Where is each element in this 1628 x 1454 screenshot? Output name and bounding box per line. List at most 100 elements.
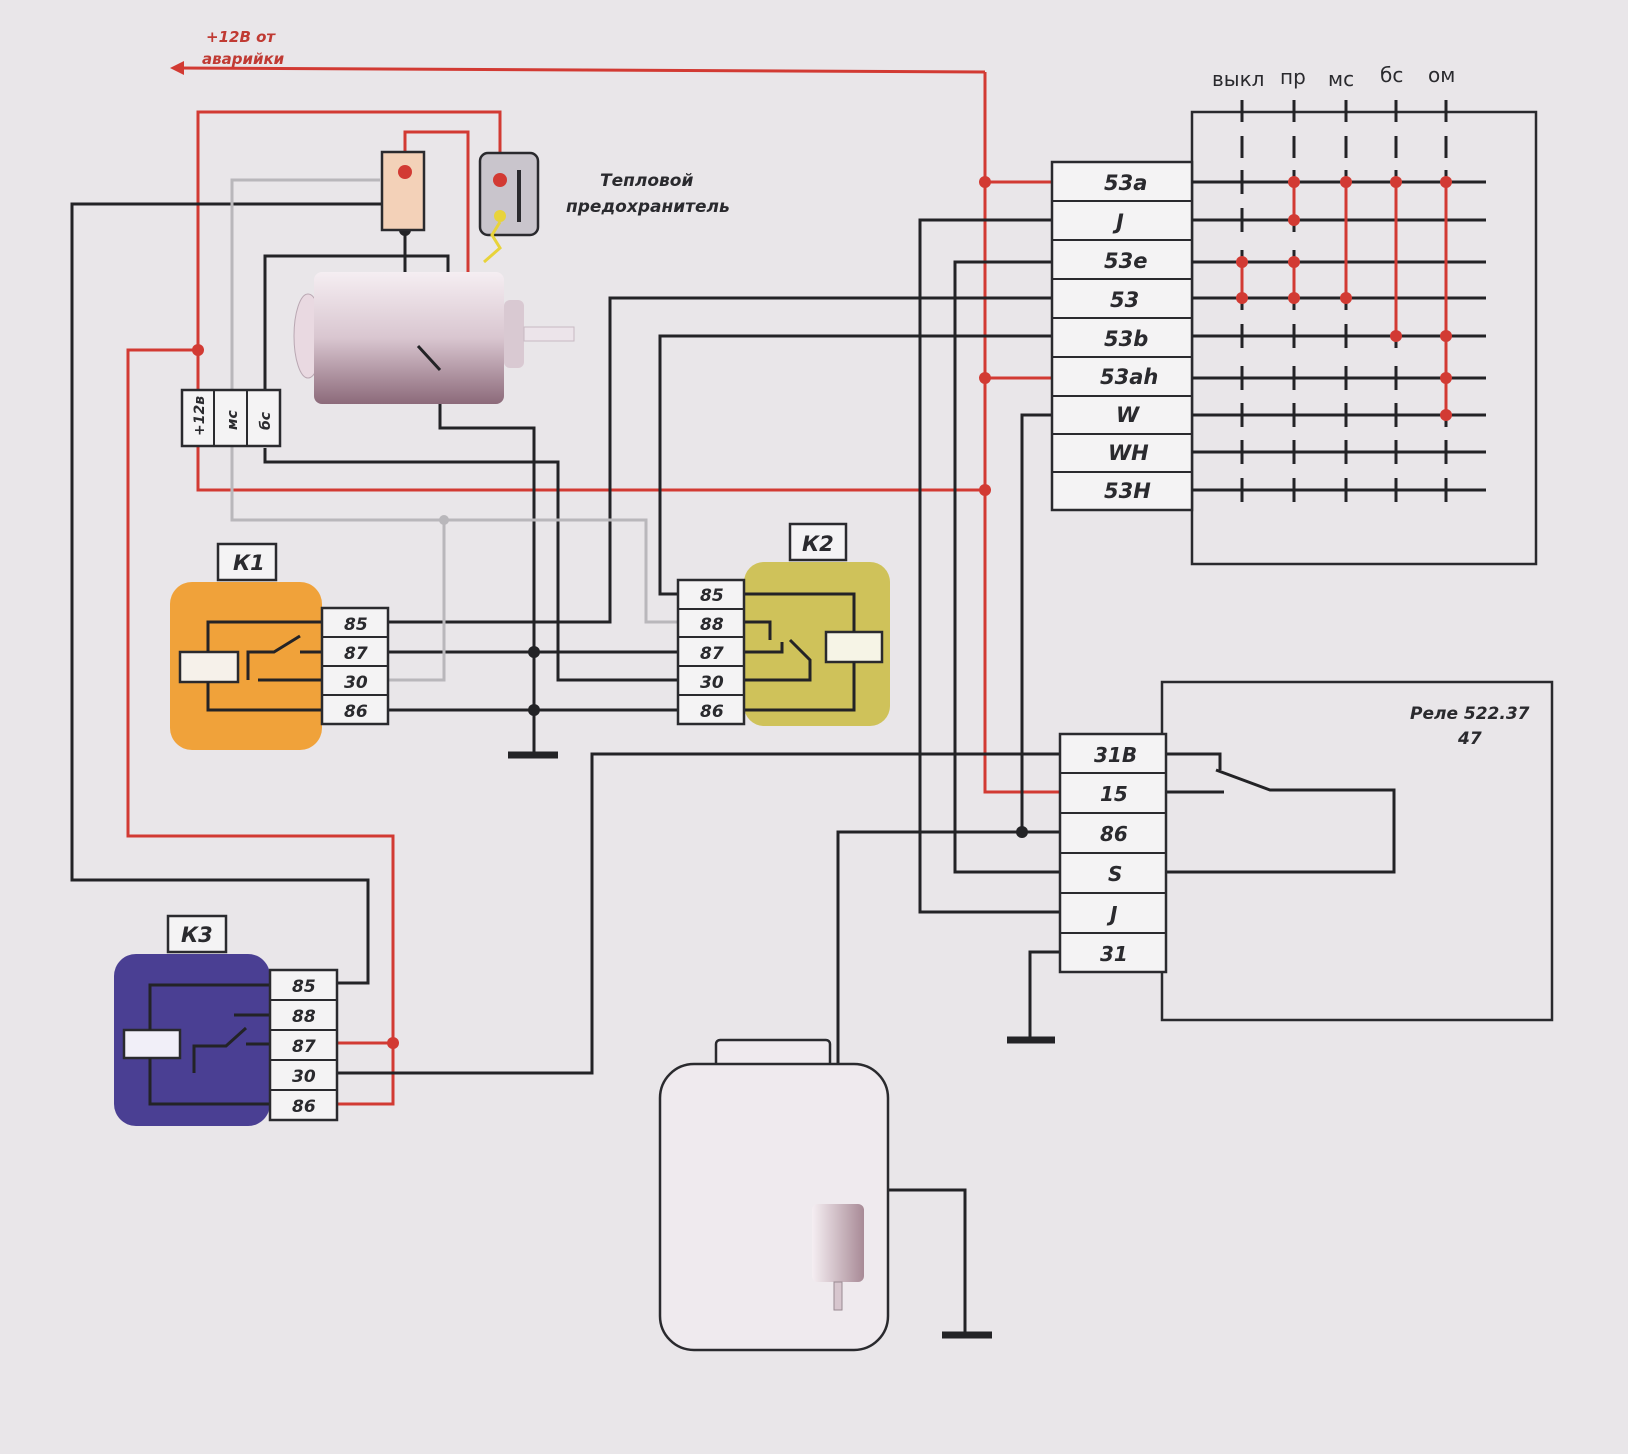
relay-k3-pin-85: 85 [292,977,316,997]
motor-pin-12v: +12в [192,396,208,436]
relay-k2-pin-86: 86 [700,702,724,722]
relay-k2-pins: 85 88 87 30 86 [676,578,746,726]
relay-k1-tag [216,542,278,582]
switch-pos-pr: пр [1280,65,1306,89]
terminal-wh: WH [1108,441,1149,465]
relay-k2-tag [788,522,848,562]
fuse-connector [380,150,426,232]
k2-internal-88 [744,620,772,640]
wire-bc-to-k2-30 [263,448,678,682]
junction-86 [528,704,540,716]
washer-reservoir [658,1038,890,1352]
relay-k2-pin-87: 87 [700,644,724,664]
timer-pin-86: 86 [1100,822,1128,846]
timer-relay-title: Реле 522.37 [1410,704,1530,724]
junction-87 [528,646,540,658]
timer-pin-31b: 31B [1094,743,1137,767]
timer-relay-pins: 31B 15 86 S J 31 [1058,732,1168,974]
relay-k3-tag [166,914,228,954]
relay-k1-pin-87: 87 [344,644,368,664]
terminal-53e: 53e [1104,249,1147,273]
relay-k2-name: К2 [802,532,834,556]
relay-k1-pins: 85 87 30 86 [320,606,390,726]
switch-contact-dot [1390,330,1402,342]
relay-k1-coil [178,650,240,684]
timer-pin-31: 31 [1100,942,1128,966]
source-label-line1: +12В от [206,28,276,46]
wire-relay-31-ground [1028,950,1060,1040]
terminal-53b: 53b [1104,327,1148,351]
junction-53a [979,176,991,188]
k1-internal-contact [246,634,301,680]
terminal-53ah: 53ah [1100,365,1158,389]
relay-k2-pin-30: 30 [700,673,724,693]
source-label-line2: аварийки [202,50,285,68]
junction-53ah [979,372,991,384]
fuse-connector-body [380,150,426,232]
relay-k1: К1 85 87 30 86 [170,542,390,750]
terminal-53h: 53H [1104,479,1151,503]
relay-k3-pin-87: 87 [292,1037,316,1057]
wire-pump-ground [860,1188,967,1335]
relay-k3-pins: 85 88 87 30 86 [268,968,339,1122]
relay-k2-pin-88: 88 [700,615,724,635]
arrow-left-icon [170,61,184,75]
switch-contact-dot [1340,176,1352,188]
wire-relay-15 [983,490,1060,794]
timer-internal-contact [1166,768,1396,874]
relay-k1-name: К1 [233,551,265,575]
terminal-53: 53 [1110,288,1139,312]
timer-internal-31b [1166,752,1222,770]
relay-k2-pin-85: 85 [700,586,724,606]
switch-contact-dot [1440,330,1452,342]
switch-contact-dot [1440,372,1452,384]
switch-contact-dot [1440,409,1452,421]
k2-internal-87 [744,642,784,654]
thermal-fuse-body [478,151,540,237]
junction-relay-86 [1016,826,1028,838]
wiper-motor [293,272,575,404]
k1-internal-86 [206,682,322,712]
terminal-dividers [1052,200,1192,473]
motor-flange [504,300,524,368]
wire-grey-k1-30 [388,520,446,682]
wire-hazard-top [177,66,986,74]
relay-k2-coil [824,630,884,664]
relay-k3: К3 85 88 87 30 86 [114,914,339,1126]
timer-relay: Реле 522.37 47 31B 15 86 S J 31 [1058,680,1554,1022]
switch-contact-dot [1236,256,1248,268]
switch-pos-mc: мс [1328,67,1354,91]
junction-red-k3 [192,344,204,356]
k2-internal-30 [744,638,812,682]
relay-k2: К2 85 88 87 30 86 [676,522,890,726]
switch-contact-dot [1390,176,1402,188]
junction-grey [439,515,449,525]
switch-pos-om: ом [1428,63,1455,87]
relay-k1-pin-86: 86 [344,702,368,722]
fuse-pin-red [398,165,412,179]
switch-contact-dot [1288,292,1300,304]
relay-k3-body [114,954,270,1126]
junction-red-main [979,484,991,496]
motor-park-switch [416,344,442,372]
terminal-w: W [1116,403,1140,427]
relay-k1-pin-30: 30 [344,673,368,693]
switch-pos-off: выкл [1212,67,1264,91]
timer-relay-title-2: 47 [1457,729,1482,749]
wire-k1-85 [388,296,1052,624]
relay-k2-pin-block [676,578,746,726]
k2-internal-86 [744,662,856,712]
wire-k3-30-31b [337,752,1060,1075]
switch-contact-dot [1340,292,1352,304]
motor-pin-bc: бс [258,411,274,430]
relay-k3-name: К3 [181,923,213,947]
k3-internal-85 [148,983,270,1030]
wire-k3-feed [126,348,395,1043]
motor-shaft [523,326,575,342]
timer-pin-s: S [1108,862,1122,886]
k3-internal-86 [148,1058,270,1106]
motor-body [314,272,504,404]
motor-connector: +12в мс бс [180,388,282,448]
switch-contact-dot [1440,176,1452,188]
